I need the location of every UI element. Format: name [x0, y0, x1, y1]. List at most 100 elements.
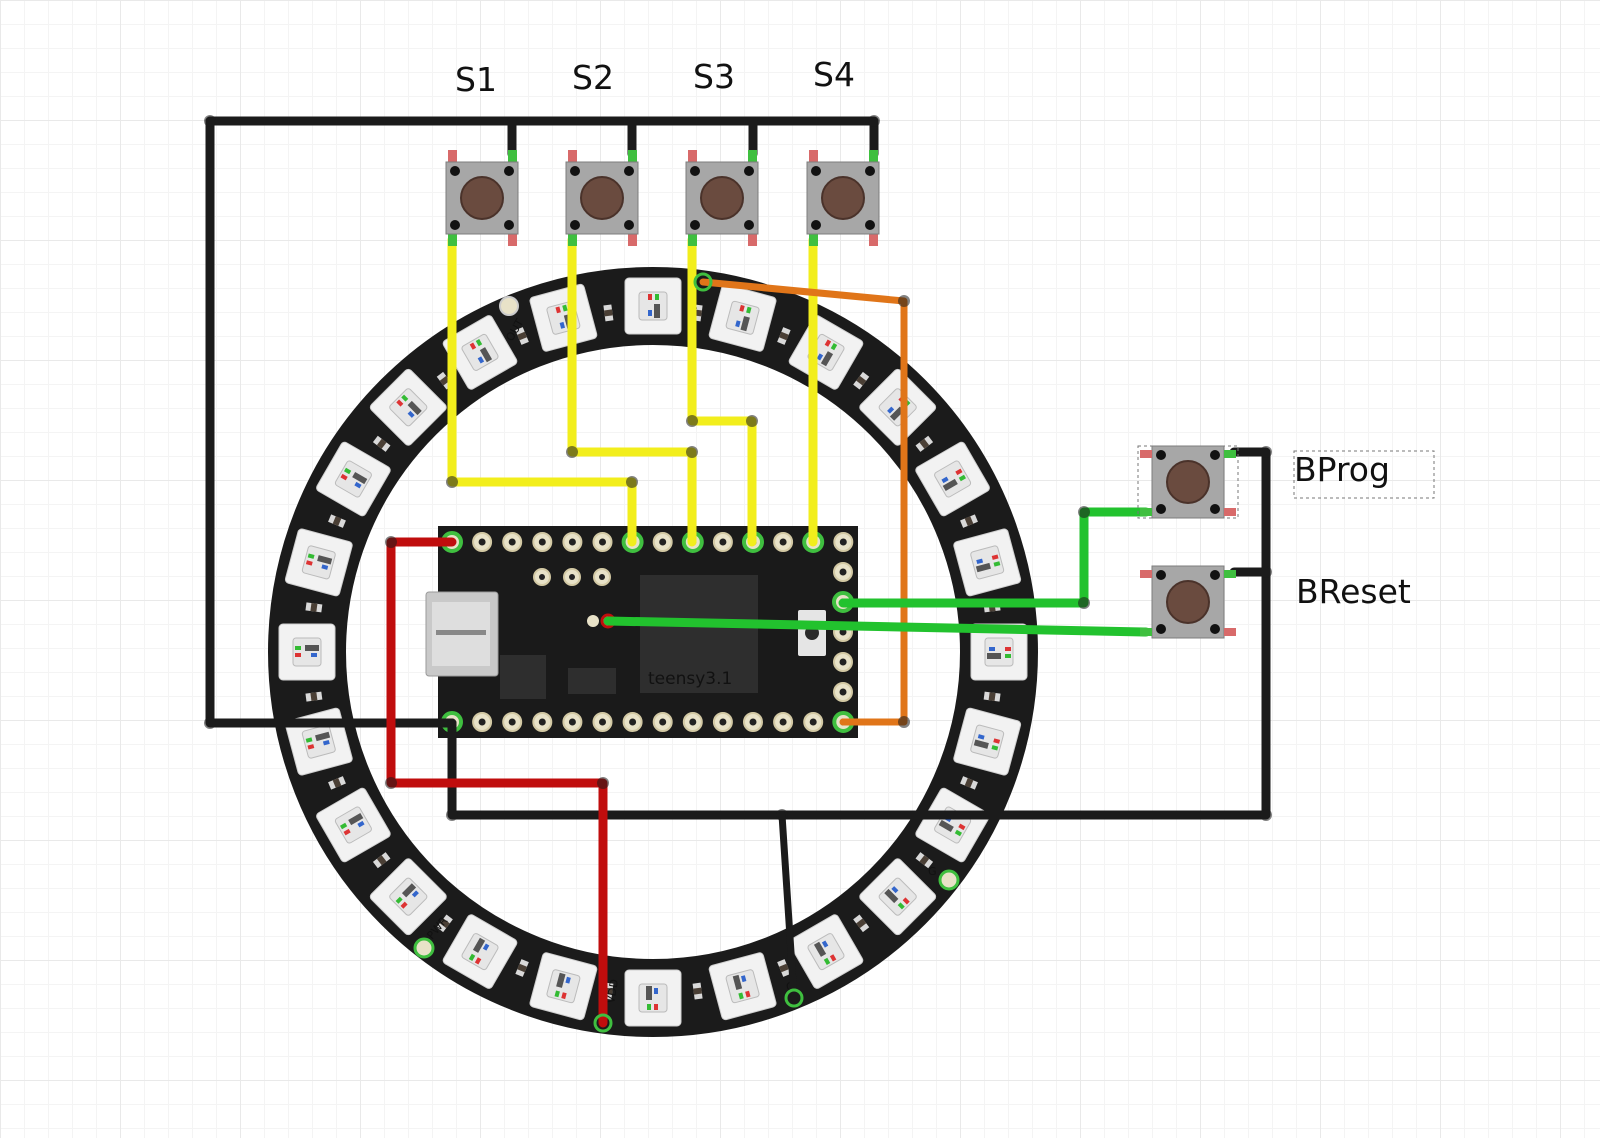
button-leg — [628, 234, 637, 246]
button-cap — [1166, 580, 1210, 624]
tactile-button-icon — [445, 161, 519, 235]
button-screw — [570, 220, 580, 230]
wire-joint — [204, 717, 216, 729]
usb-connector-icon — [425, 591, 499, 677]
button-leg — [1224, 628, 1236, 636]
wire-joint — [1260, 566, 1272, 578]
board-label: teensy3.1 — [648, 669, 732, 689]
wire-joint — [868, 115, 880, 127]
board-pin-hole — [599, 718, 606, 726]
button-leg — [1140, 450, 1152, 458]
ring-label-gnd: G — [928, 865, 937, 878]
button-leg — [1224, 570, 1236, 578]
board-pin-hole — [839, 688, 847, 696]
tactile-button-icon — [806, 161, 880, 235]
board-pin-hole — [719, 538, 727, 546]
board-pin-hole — [599, 538, 606, 546]
button-cap — [700, 176, 744, 220]
button-screw — [570, 166, 580, 176]
button-leg — [508, 234, 517, 246]
board-pin-hole — [508, 538, 516, 546]
board-chip-2 — [500, 655, 546, 699]
button-screw — [504, 220, 514, 230]
button-screw — [865, 220, 875, 230]
button-leg — [748, 150, 757, 162]
ring-pad-pwr — [413, 937, 435, 959]
button-screw — [744, 166, 754, 176]
prog-button[interactable] — [1137, 445, 1239, 519]
button-cap — [821, 176, 865, 220]
board-pin-hole — [538, 718, 546, 726]
button-screw — [1156, 570, 1166, 580]
switch-label-s1: S1 — [455, 60, 497, 99]
board-pin-hole — [839, 658, 847, 666]
board-chip — [640, 575, 758, 693]
reset-button-label: BReset — [1296, 572, 1411, 611]
wire-joint — [566, 446, 578, 458]
board-pin-hole — [839, 538, 847, 546]
reset-button[interactable] — [1140, 565, 1236, 639]
board-pin-hole — [779, 538, 787, 546]
ring-pad — [693, 272, 713, 292]
board-pin-hole — [478, 538, 486, 546]
board-chip-3 — [568, 668, 616, 694]
button-leg — [869, 150, 878, 162]
ring-pad-out — [499, 296, 519, 316]
prog-button-wire — [838, 507, 1151, 608]
button-screw — [624, 166, 634, 176]
button-screw — [690, 220, 700, 230]
board-pin-hole — [719, 718, 727, 726]
button-cap — [580, 176, 624, 220]
data-wire — [699, 278, 908, 726]
ring-label-vdd: VDD — [604, 978, 621, 1004]
board-pin-hole — [538, 538, 546, 546]
button-screw — [624, 220, 634, 230]
button-screw — [1210, 450, 1220, 460]
switch-label-s3: S3 — [693, 57, 735, 96]
switch-button-s1[interactable] — [445, 150, 519, 246]
ring-pad — [593, 1013, 613, 1033]
led-pixel-icon — [278, 623, 336, 681]
button-screw — [1156, 450, 1166, 460]
button-leg — [568, 150, 577, 162]
board-pin-hole — [478, 718, 486, 726]
wire-joint — [686, 415, 698, 427]
button-screw — [450, 166, 460, 176]
wire-joint — [385, 777, 397, 789]
button-screw — [690, 166, 700, 176]
wire-joint — [626, 476, 638, 488]
button-screw — [744, 220, 754, 230]
wire-joint — [1078, 597, 1090, 609]
board-pin-hole — [629, 718, 637, 726]
board-pin-hole — [659, 538, 667, 546]
button-screw — [504, 166, 514, 176]
signal-wire-s3 — [687, 235, 757, 547]
switch-label-s4: S4 — [813, 55, 855, 94]
button-screw — [811, 166, 821, 176]
wire-joint — [686, 446, 698, 458]
wire-joint — [204, 115, 216, 127]
wire-joint — [446, 476, 458, 488]
tactile-button-icon — [685, 161, 759, 235]
button-leg — [809, 150, 818, 162]
tactile-button-icon — [1151, 445, 1225, 519]
button-cap — [460, 176, 504, 220]
board-pin-hole — [508, 718, 516, 726]
button-leg — [1140, 628, 1152, 636]
wire-joint — [746, 415, 758, 427]
switch-button-s3[interactable] — [685, 150, 759, 246]
signal-wire-s2 — [567, 235, 697, 547]
wire-joint — [776, 809, 788, 821]
switch-button-s2[interactable] — [565, 150, 639, 246]
tactile-button-icon — [1151, 565, 1225, 639]
button-leg — [1224, 450, 1236, 458]
button-screw — [1156, 504, 1166, 514]
reset-button-wire — [603, 616, 1151, 637]
button-screw — [450, 220, 460, 230]
switch-button-s4[interactable] — [806, 150, 880, 246]
board-pin-hole — [659, 718, 667, 726]
led-pixel-icon — [624, 969, 682, 1027]
board-pin-hole — [839, 568, 847, 576]
button-screw — [1210, 624, 1220, 634]
